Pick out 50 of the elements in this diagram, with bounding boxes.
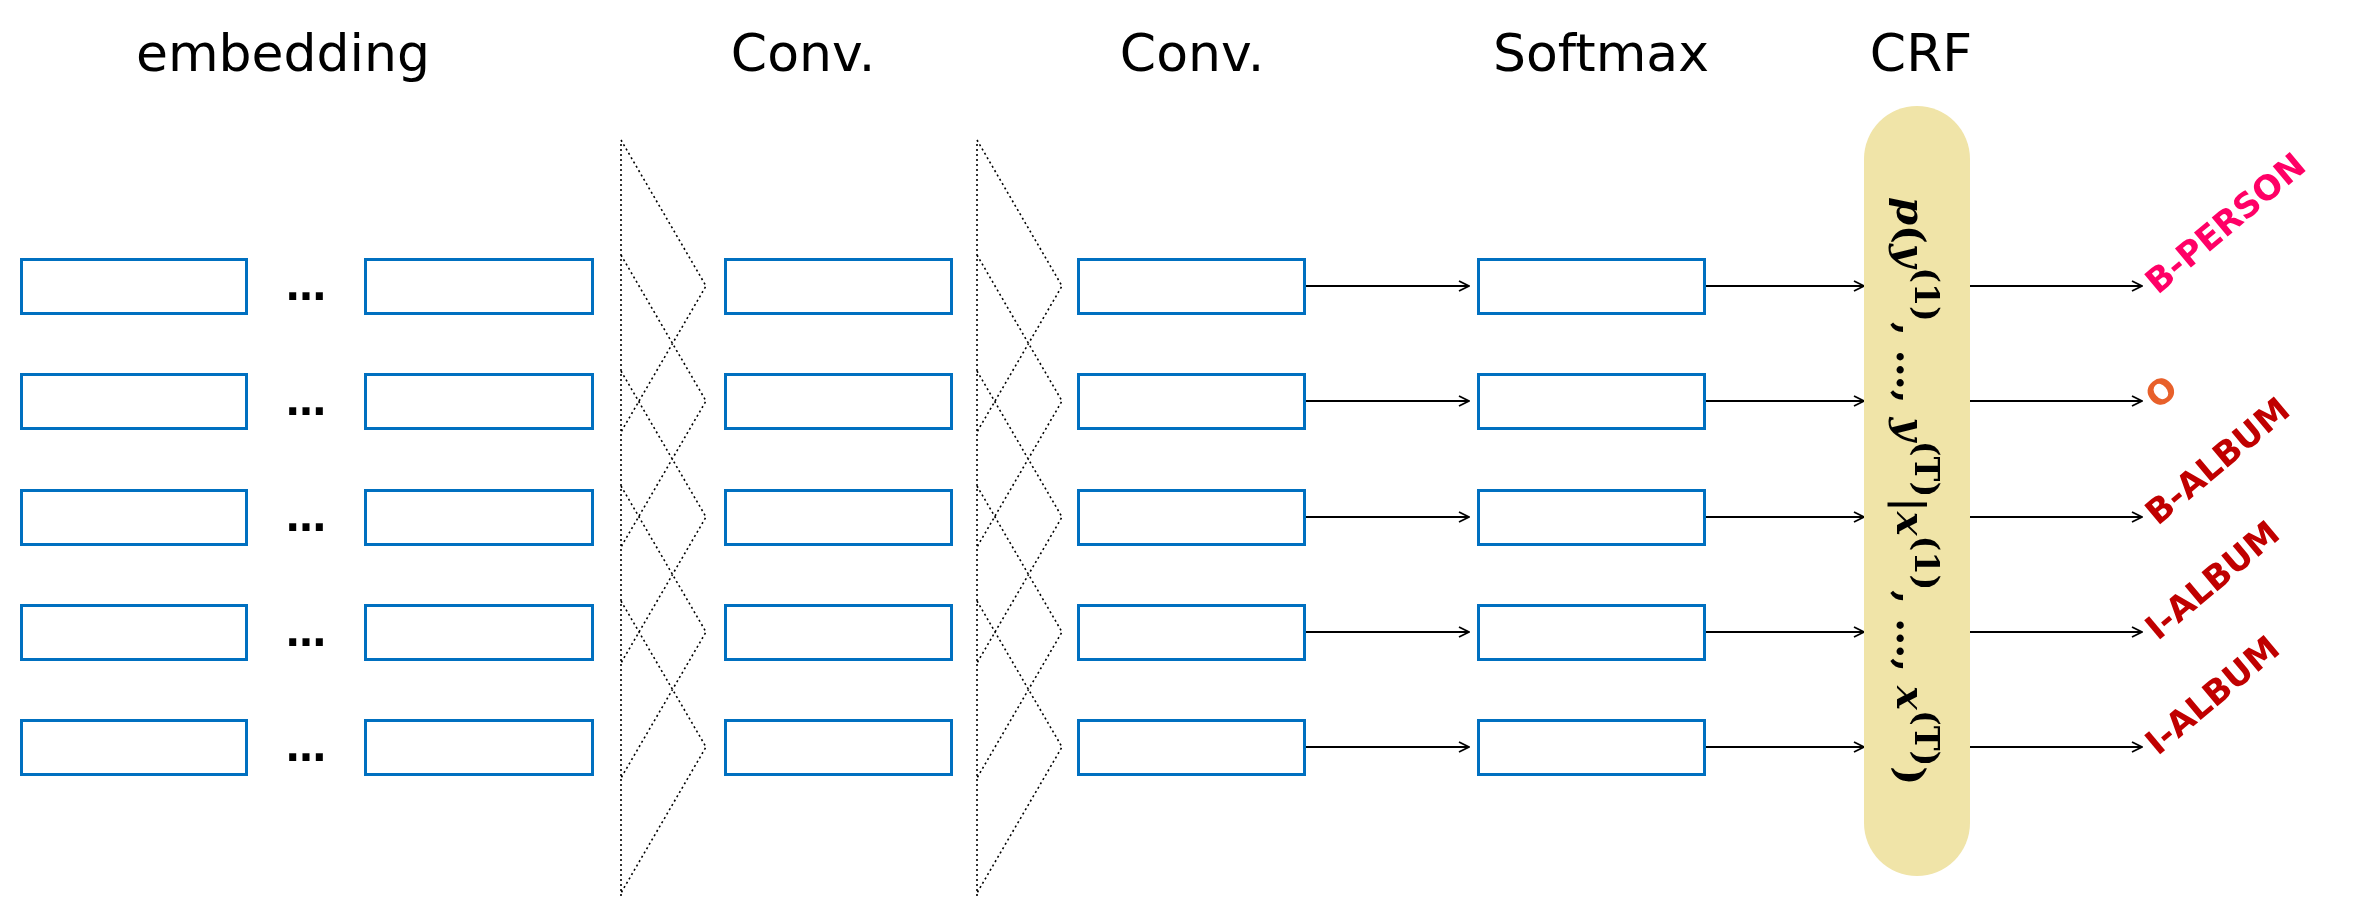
vector-box xyxy=(1477,257,1706,315)
vector-box xyxy=(20,372,248,430)
ellipsis: … xyxy=(286,263,326,309)
arrow xyxy=(1305,395,1470,407)
ellipsis: … xyxy=(286,609,326,655)
vector-box xyxy=(1077,257,1306,315)
vector-box xyxy=(364,488,594,546)
arrow xyxy=(1705,741,1865,753)
vector-box xyxy=(364,603,594,661)
ellipsis: … xyxy=(286,724,326,770)
vector-box xyxy=(20,603,248,661)
arrow xyxy=(1969,626,2143,638)
vector-box xyxy=(1477,718,1706,776)
vector-box xyxy=(724,372,953,430)
arrow xyxy=(1969,395,2143,407)
column-title: CRF xyxy=(1869,23,1973,83)
arrow xyxy=(1969,741,2143,753)
vector-box xyxy=(1077,718,1306,776)
ellipsis: … xyxy=(286,494,326,540)
vector-box xyxy=(1477,603,1706,661)
vector-box xyxy=(724,603,953,661)
vector-box xyxy=(1077,372,1306,430)
arrow xyxy=(1705,626,1865,638)
column-title: Softmax xyxy=(1493,23,1709,83)
vector-box xyxy=(724,718,953,776)
arrow xyxy=(1705,280,1865,292)
arrow xyxy=(1305,511,1470,523)
vector-box xyxy=(364,718,594,776)
arrow xyxy=(1305,280,1470,292)
arrow xyxy=(1705,395,1865,407)
vector-box xyxy=(1077,603,1306,661)
arrow xyxy=(1969,280,2143,292)
vector-box xyxy=(20,488,248,546)
column-title: Conv. xyxy=(1119,23,1265,83)
column-title: Conv. xyxy=(730,23,876,83)
arrow xyxy=(1969,511,2143,523)
vector-box xyxy=(1477,488,1706,546)
arrow xyxy=(1705,511,1865,523)
ellipsis: … xyxy=(286,378,326,424)
arrow xyxy=(1305,741,1470,753)
vector-box xyxy=(364,372,594,430)
vector-box xyxy=(20,257,248,315)
vector-box xyxy=(1077,488,1306,546)
vector-box xyxy=(724,488,953,546)
vector-box xyxy=(20,718,248,776)
vector-box xyxy=(364,257,594,315)
vector-box xyxy=(1477,372,1706,430)
column-title: embedding xyxy=(135,23,431,83)
arrow xyxy=(1305,626,1470,638)
vector-box xyxy=(724,257,953,315)
